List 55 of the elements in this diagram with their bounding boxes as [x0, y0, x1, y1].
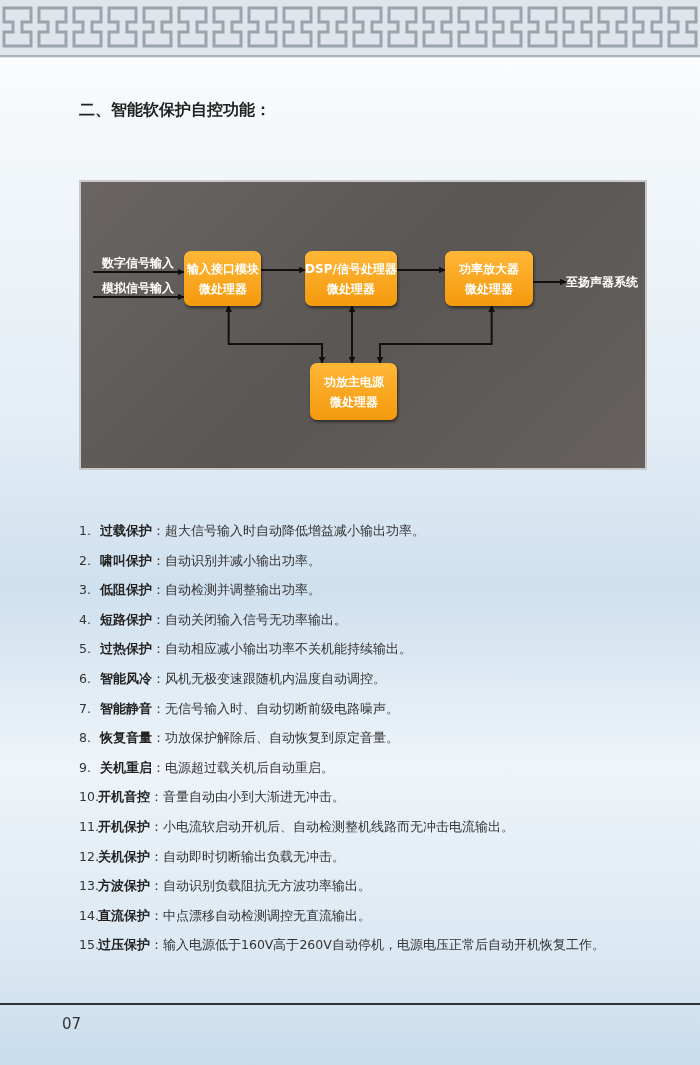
list-number: 1.: [79, 522, 91, 540]
signal-label: 至扬声器系统: [566, 274, 638, 291]
arrow: [396, 266, 446, 274]
feature-description: 直流保护：中点漂移自动检测调控无直流输出。: [98, 906, 371, 925]
signal-label: 数字信号输入: [102, 255, 174, 272]
arrow: [260, 266, 306, 274]
list-number: 3.: [79, 581, 91, 600]
arrow: [532, 278, 567, 286]
box-label: 输入接口模块: [186, 260, 259, 278]
list-number: 10.: [79, 788, 99, 807]
arrow: [376, 305, 496, 364]
box-label: 微处理器: [198, 280, 247, 298]
feature-description: 过载保护：超大信号输入时自动降低增益减小输出功率。: [100, 522, 425, 540]
list-number: 4.: [79, 610, 91, 629]
feature-description: 过热保护：自动相应减小输出功率不关机能持续输出。: [100, 640, 412, 659]
feature-description: 关机重启：电源超过载关机后自动重启。: [100, 758, 334, 777]
section-heading: 二、智能软保护自控功能：: [79, 101, 271, 119]
feature-description: 关机保护：自动即时切断输出负载无冲击。: [98, 847, 345, 866]
feature-description: 开机音控：音量自动由小到大渐进无冲击。: [98, 788, 345, 807]
processor-box: [445, 251, 533, 306]
feature-description: 智能风冷：风机无极变速跟随机内温度自动调控。: [100, 670, 386, 688]
feature-description: 方波保护：自动识别负载阻抗无方波功率输出。: [98, 877, 371, 896]
list-number: 2.: [79, 551, 91, 570]
box-label: 功率放大器: [459, 260, 519, 278]
list-number: 15.: [79, 936, 99, 955]
list-number: 13.: [79, 877, 99, 896]
processor-box: [184, 251, 261, 306]
arrow: [348, 305, 356, 364]
list-number: 8.: [79, 729, 91, 748]
list-number: 12.: [79, 847, 99, 866]
box-label: 微处理器: [327, 280, 375, 298]
feature-description: 过压保护：输入电源低于160V高于260V自动停机，电源电压正常后自动开机恢复工作。: [98, 936, 605, 955]
processor-box: [305, 251, 397, 306]
box-label: 微处理器: [329, 393, 378, 411]
list-number: 5.: [79, 640, 91, 659]
arrow: [92, 293, 185, 301]
feature-description: 恢复音量：功放保护解除后、自动恢复到原定音量。: [100, 729, 399, 748]
arrow: [92, 268, 185, 276]
list-number: 14.: [79, 906, 99, 925]
box-label: 功放主电源: [323, 373, 384, 391]
list-number: 9.: [79, 758, 91, 777]
feature-description: 啸叫保护：自动识别并减小输出功率。: [100, 551, 321, 570]
page-number: 07: [62, 1015, 82, 1033]
box-label: DSP/信号处理器: [305, 260, 397, 278]
feature-description: 低阻保护：自动检测并调整输出功率。: [100, 581, 321, 600]
feature-description: 短路保护：自动关闭输入信号无功率输出。: [100, 610, 347, 629]
feature-description: 开机保护：小电流软启动开机后、自动检测整机线路而无冲击电流输出。: [98, 818, 514, 836]
list-number: 7.: [79, 699, 91, 718]
processor-box: [310, 363, 397, 420]
list-number: 6.: [79, 670, 91, 688]
signal-label: 模拟信号输入: [102, 280, 174, 297]
box-label: 微处理器: [465, 280, 513, 298]
arrow: [225, 305, 326, 364]
list-number: 11.: [79, 818, 99, 836]
feature-description: 智能静音：无信号输入时、自动切断前级电路噪声。: [100, 699, 399, 718]
